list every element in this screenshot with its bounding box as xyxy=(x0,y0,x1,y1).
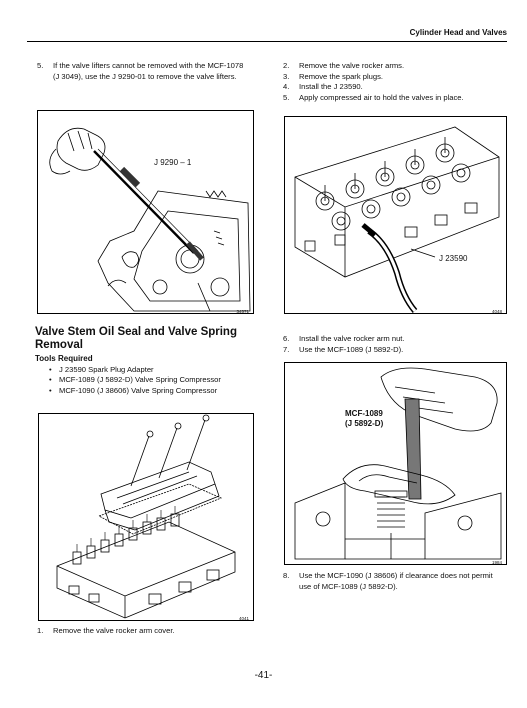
tools-list: J 23590 Spark Plug Adapter MCF-1089 (J 5… xyxy=(35,365,265,397)
step-item: 2. Remove the valve rocker arms. xyxy=(283,61,505,72)
left-top-steps: 5. If the valve lifters cannot be remove… xyxy=(37,61,251,82)
fig3-number: 4041 xyxy=(238,616,249,621)
fig1-callout: J 9290 – 1 xyxy=(154,158,192,167)
step-number: 1. xyxy=(37,626,44,635)
section-heading: Valve Stem Oil Seal and Valve Spring Rem… xyxy=(35,326,257,352)
step-text: Remove the valve rocker arms. xyxy=(299,61,405,70)
right-bottom-steps: 8. Use the MCF-1090 (J 38606) if clearan… xyxy=(283,571,505,592)
fig4-callout: MCF-1089 (J 5892-D) xyxy=(345,409,383,429)
step-text: Install the valve rocker arm nut. xyxy=(299,334,405,343)
section-title-line2: Removal xyxy=(35,339,83,351)
tool-item: MCF-1090 (J 38606) Valve Spring Compress… xyxy=(35,386,265,397)
step-number: 3. xyxy=(283,71,290,81)
fig4-number: 1984 xyxy=(491,560,502,565)
step-number: 5. xyxy=(37,61,44,70)
step-text: Remove the valve rocker arm cover. xyxy=(53,626,175,635)
step-item: 7. Use the MCF-1089 (J 5892-D). xyxy=(283,345,505,356)
step-item: 4. Install the J 23590. xyxy=(283,82,505,93)
left-bottom-steps: 1. Remove the valve rocker arm cover. xyxy=(37,626,257,637)
figure-rocker-cover: 4041 xyxy=(38,413,254,621)
step-number: 7. xyxy=(283,344,290,354)
right-top-steps: 2. Remove the valve rocker arms. 3. Remove… xyxy=(283,61,505,103)
header-rule xyxy=(27,41,507,42)
fig2-callout: J 23590 xyxy=(439,254,468,263)
rocker-cover-illustration xyxy=(56,414,236,619)
figure-lifter-remover: J 9290 – 1 34571 xyxy=(37,110,254,314)
step-number: 2. xyxy=(283,61,290,70)
page-number: -41- xyxy=(254,670,273,681)
spring-compressor-illustration xyxy=(294,367,502,560)
spark-plug-adapter-illustration xyxy=(294,126,500,313)
step-text: Use the MCF-1090 (J 38606) if clearance … xyxy=(299,571,493,591)
step-text: If the valve lifters cannot be removed w… xyxy=(53,61,244,81)
step-text: Apply compressed air to hold the valves … xyxy=(299,92,464,102)
tools-heading: Tools Required xyxy=(35,354,93,363)
figure-spring-compressor: MCF-1089 (J 5892-D) 1984 xyxy=(284,362,507,565)
step-item: 5. Apply compressed air to hold the valve… xyxy=(283,93,505,104)
fig4-callout-line2: (J 5892-D) xyxy=(345,419,384,428)
step-item: 1. Remove the valve rocker arm cover. xyxy=(37,626,257,637)
right-mid-steps: 6. Install the valve rocker arm nut. 7. Us… xyxy=(283,334,505,355)
fig1-number: 34571 xyxy=(236,309,249,314)
step-number: 5. xyxy=(283,92,290,102)
tool-item: J 23590 Spark Plug Adapter xyxy=(35,365,265,376)
step-text: Remove the spark plugs. xyxy=(299,71,383,81)
fig4-callout-line1: MCF-1089 xyxy=(345,409,383,418)
step-text: Use the MCF-1089 (J 5892-D). xyxy=(299,344,404,354)
step-item: 3. Remove the spark plugs. xyxy=(283,72,505,83)
step-number: 8. xyxy=(283,571,290,580)
tool-item: MCF-1089 (J 5892-D) Valve Spring Compres… xyxy=(35,375,265,386)
lifter-remover-illustration xyxy=(49,127,251,312)
fig2-number: 4048 xyxy=(491,309,502,314)
step-number: 6. xyxy=(283,334,290,343)
step-number: 4. xyxy=(283,82,290,92)
running-header: Cylinder Head and Valves xyxy=(409,28,507,37)
step-item: 5. If the valve lifters cannot be remove… xyxy=(37,61,251,82)
step-item: 8. Use the MCF-1090 (J 38606) if clearan… xyxy=(283,571,505,592)
step-text: Install the J 23590. xyxy=(299,82,363,92)
section-title-line1: Valve Stem Oil Seal and Valve Spring xyxy=(35,326,237,338)
figure-spark-plug-adapter: J 23590 4048 xyxy=(284,116,507,314)
step-item: 6. Install the valve rocker arm nut. xyxy=(283,334,505,345)
